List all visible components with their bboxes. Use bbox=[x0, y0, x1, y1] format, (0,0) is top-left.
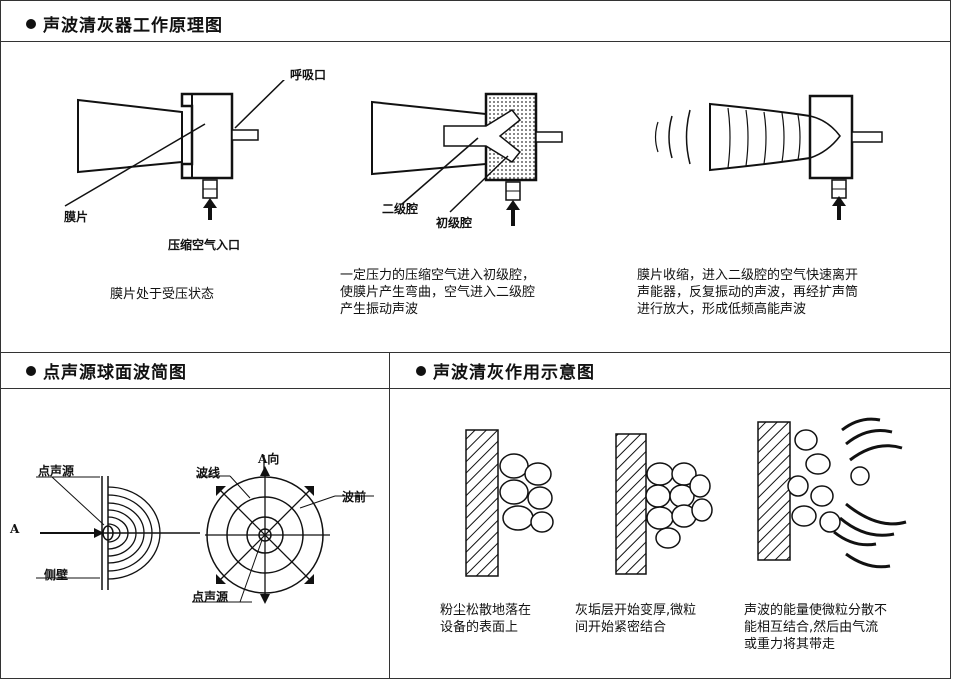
label-wave-front: 波前 bbox=[342, 490, 367, 504]
bullet-icon bbox=[26, 365, 36, 376]
horn-diagram-1 bbox=[64, 80, 285, 220]
caption-step-2: 一定压力的压缩空气进入初级腔， 使膜片产生弯曲，空气进入二级腔 产生振动声波 bbox=[340, 268, 536, 317]
caption-step-3: 膜片收缩，进入二级腔的空气快速离开 声能器，反复振动的声波，再经扩声筒 进行放大… bbox=[637, 268, 859, 317]
label-wave-ray: 波线 bbox=[196, 466, 221, 480]
right-section-header: 声波清灰作用示意图 bbox=[390, 353, 951, 389]
label-inlet: 呼吸口 bbox=[290, 68, 327, 82]
caption-step-1: 膜片处于受压状态 bbox=[110, 287, 215, 302]
left-section-title: 点声源球面波简图 bbox=[43, 363, 187, 383]
caption-dust-3: 声波的能量使微粒分散不 能相互结合,然后由气流 或重力将其带走 bbox=[744, 603, 888, 652]
label-point-source: 点声源 bbox=[38, 464, 75, 478]
label-a-direction: A向 bbox=[258, 452, 280, 466]
label-point-source-2: 点声源 bbox=[192, 590, 229, 604]
label-air-inlet: 压缩空气入口 bbox=[168, 238, 241, 252]
top-section-header: 声波清灰器工作原理图 bbox=[0, 6, 951, 42]
horn-diagram-2 bbox=[371, 92, 563, 226]
right-section-title: 声波清灰作用示意图 bbox=[433, 363, 595, 383]
left-section-header: 点声源球面波简图 bbox=[0, 353, 389, 389]
label-second-chamber: 二级腔 bbox=[382, 202, 419, 216]
label-a: A bbox=[10, 522, 20, 536]
caption-dust-1: 粉尘松散地落在 设备的表面上 bbox=[440, 603, 532, 635]
bullet-icon bbox=[26, 18, 36, 29]
dust-cleaning-diagram bbox=[465, 417, 907, 577]
bullet-icon bbox=[416, 365, 426, 376]
top-section-title: 声波清灰器工作原理图 bbox=[43, 16, 223, 36]
horn-diagram-3 bbox=[654, 94, 883, 220]
point-source-diagram bbox=[36, 455, 374, 604]
label-side-wall: 侧壁 bbox=[44, 568, 69, 582]
label-membrane: 膜片 bbox=[64, 210, 89, 224]
section-divider bbox=[0, 352, 951, 353]
section-divider-vertical bbox=[389, 352, 390, 679]
caption-dust-2: 灰垢层开始变厚,微粒 间开始紧密结合 bbox=[575, 603, 697, 635]
label-first-chamber: 初级腔 bbox=[436, 216, 473, 230]
